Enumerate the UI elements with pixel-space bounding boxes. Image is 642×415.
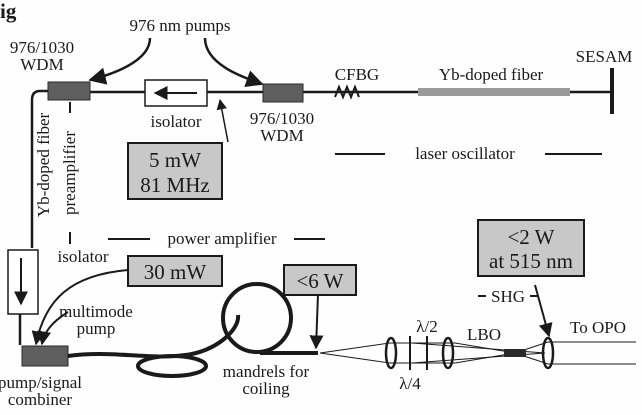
- pump-arrow-left: [88, 37, 152, 85]
- label-lambda-quarter: λ/4: [399, 374, 421, 393]
- label-mandrels-2: coiling: [242, 379, 290, 398]
- label-mandrels-1: mandrels for: [223, 362, 310, 381]
- label-isolator-top: isolator: [151, 112, 202, 131]
- label-isolator-left: isolator: [58, 247, 109, 266]
- beam-upper-1: [319, 342, 391, 354]
- beam-lower-1: [319, 352, 391, 364]
- value-shg-power: <2 W: [507, 225, 554, 249]
- label-laser-oscillator: laser oscillator: [415, 144, 515, 163]
- wdm-left: [47, 81, 91, 101]
- label-lbo: LBO: [467, 325, 501, 344]
- label-pump-signal-2: combiner: [8, 390, 73, 409]
- value-amp-power: <6 W: [296, 269, 343, 293]
- label-power-amplifier: power amplifier: [167, 229, 276, 248]
- label-multimode-1: multimode: [59, 302, 133, 321]
- lens-1: [384, 336, 398, 370]
- pointer-oscillator-output: [216, 98, 229, 143]
- label-wdm-right-2: WDM: [260, 126, 303, 145]
- label-lambda-half: λ/2: [416, 317, 437, 336]
- label-shg: SHG: [491, 287, 525, 306]
- label-preamplifier: preamplifier: [60, 131, 79, 215]
- pointer-preamp-output: [31, 269, 129, 346]
- label-yb-doped-vertical: Yb-doped fiber: [34, 113, 53, 218]
- mandrel-coil-small: [136, 354, 208, 378]
- value-oscillator-power: 5 mW: [149, 148, 201, 172]
- value-oscillator-rate: 81 MHz: [140, 173, 209, 197]
- cfbg-grating: [334, 84, 360, 100]
- lens-2: [441, 336, 455, 370]
- pointer-shg-output: [534, 284, 553, 338]
- label-cfbg: CFBG: [335, 65, 379, 84]
- heading-partial: ig: [0, 0, 17, 23]
- fiber-vertical-upper: [30, 89, 48, 248]
- pump-arrow-right: [203, 37, 264, 88]
- pump-signal-combiner: [21, 345, 69, 367]
- label-wdm-right-1: 976/1030: [250, 109, 314, 128]
- box-shg-output: [477, 219, 585, 277]
- label-sesam: SESAM: [576, 47, 633, 66]
- label-wdm-left-2: WDM: [20, 55, 63, 74]
- pointer-amp-output: [309, 293, 324, 350]
- label-to-opo: To OPO: [570, 318, 626, 337]
- isolator-left-box: [7, 249, 39, 315]
- label-pump-signal-1: pump/signal: [0, 373, 82, 392]
- mandrel-coil-large: [221, 282, 293, 354]
- value-preamp-power: 30 mW: [144, 260, 207, 284]
- lens-3: [541, 336, 555, 370]
- wdm-right: [262, 83, 304, 103]
- label-wdm-left-1: 976/1030: [10, 38, 74, 57]
- label-multimode-2: pump: [77, 319, 116, 338]
- label-yb-doped-top: Yb-doped fiber: [439, 65, 544, 84]
- multimode-pump-arrow: [37, 311, 69, 346]
- value-shg-wavelength: at 515 nm: [489, 249, 573, 273]
- box-oscillator-output: [127, 142, 223, 200]
- box-preamp-output: [127, 255, 223, 287]
- label-976nm-pumps: 976 nm pumps: [129, 16, 230, 35]
- yb-doped-section: [418, 88, 570, 96]
- box-amp-output: [283, 264, 357, 296]
- lbo-crystal: [504, 349, 526, 357]
